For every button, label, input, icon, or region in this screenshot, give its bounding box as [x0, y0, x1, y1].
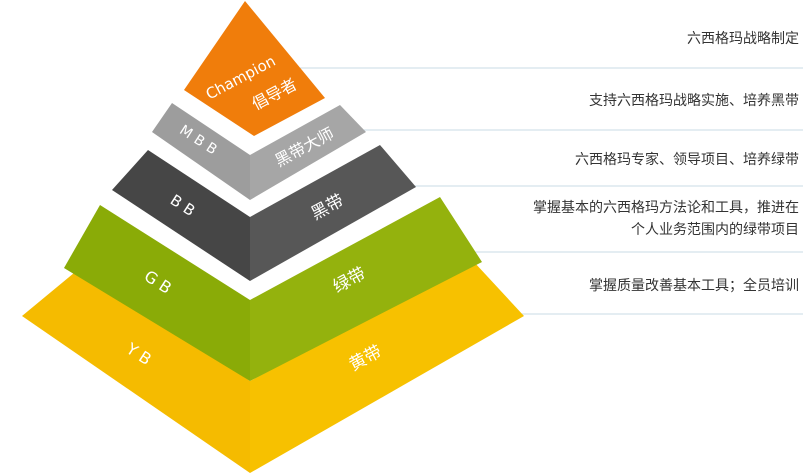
description-mbb-line-1: 支持六西格玛战略实施、培养黑带	[589, 93, 799, 109]
tier-yb-left-face	[22, 268, 250, 473]
description-champion: 六西格玛战略制定	[687, 28, 799, 50]
tier-yb: YB 黄带	[22, 262, 524, 473]
description-mbb: 支持六西格玛战略实施、培养黑带	[589, 90, 799, 112]
tier-bb-right-face	[250, 145, 416, 281]
tier-gb-right-face	[250, 197, 482, 381]
description-gb: 掌握基本的六西格玛方法论和工具，推进在 个人业务范围内的绿带项目	[533, 197, 799, 241]
tier-mbb-right-face	[250, 105, 366, 200]
tier-bb-left-face	[112, 150, 250, 281]
description-champion-line-1: 六西格玛战略制定	[687, 31, 799, 47]
tier-bb: BB 黑带	[112, 145, 416, 281]
description-gb-line-1: 掌握基本的六西格玛方法论和工具，推进在	[533, 200, 799, 216]
tier-gb: GB 绿带	[64, 197, 482, 381]
tier-champion-face	[184, 1, 325, 136]
tier-mbb-left-face	[152, 103, 250, 200]
description-yb-line-1: 掌握质量改善基本工具；全员培训	[589, 278, 799, 294]
description-bb-line-1: 六西格玛专家、领导项目、培养绿带	[575, 152, 799, 168]
tier-mbb: MBB 黑带大师	[152, 103, 366, 200]
tier-gb-left-face	[64, 205, 250, 381]
tier-yb-right-face	[250, 262, 524, 473]
description-bb: 六西格玛专家、领导项目、培养绿带	[575, 149, 799, 171]
tier-champion: Champion 倡导者	[184, 1, 325, 136]
description-yb: 掌握质量改善基本工具；全员培训	[589, 275, 799, 297]
description-gb-line-2: 个人业务范围内的绿带项目	[631, 222, 799, 238]
